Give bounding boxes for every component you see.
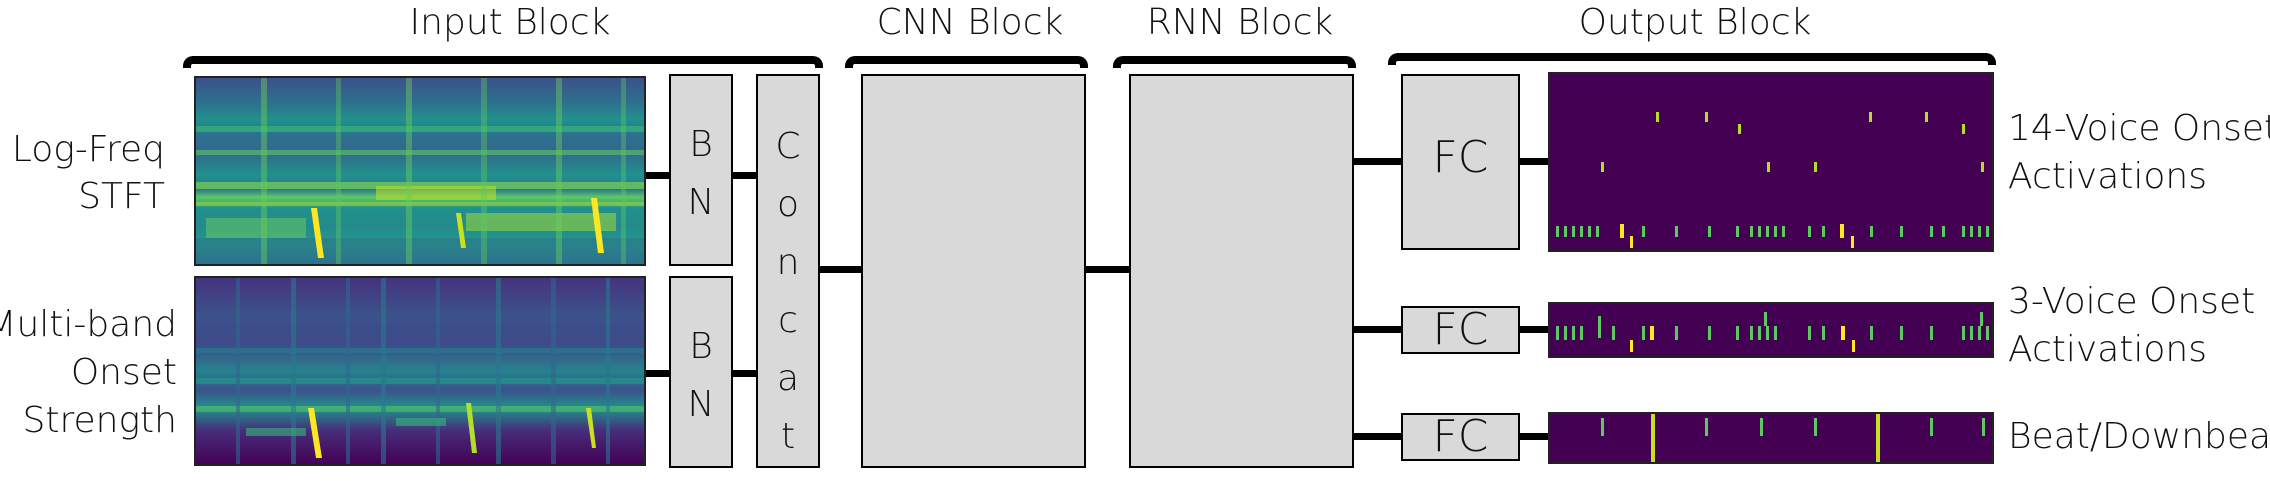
fc-block-mid: FC bbox=[1401, 304, 1520, 355]
fc-block-top: FC bbox=[1401, 74, 1520, 250]
connector-concat-cnn bbox=[820, 266, 862, 273]
multiband-label-line1: Multi-band bbox=[0, 304, 177, 345]
bn-bottom-letter-n: N bbox=[687, 384, 715, 425]
batchnorm-block-top: BN BN bbox=[669, 74, 733, 266]
rnn-block-title: RNN Block bbox=[1146, 2, 1334, 43]
fc-mid-label: FC bbox=[1432, 304, 1489, 355]
multiband-label-line3: Strength bbox=[22, 400, 177, 441]
connector-rnn-fc-mid bbox=[1354, 326, 1402, 333]
output-block-bracket bbox=[1388, 53, 1996, 65]
concat-letter-3: c bbox=[778, 300, 798, 341]
concat-letter-5: t bbox=[780, 416, 796, 457]
cnn-block bbox=[861, 74, 1086, 468]
output-block-title: Output Block bbox=[1578, 2, 1812, 43]
fc-top-label: FC bbox=[1432, 132, 1489, 183]
connector-bn-concat-top bbox=[733, 172, 757, 179]
log-freq-label-line2: STFT bbox=[78, 176, 165, 217]
concat-letter-1: o bbox=[776, 184, 800, 225]
connector-fc-act-top bbox=[1520, 158, 1549, 165]
cnn-block-bracket bbox=[845, 56, 1088, 68]
cnn-block-title: CNN Block bbox=[876, 2, 1064, 43]
connector-onset-bn bbox=[646, 370, 670, 377]
connector-cnn-rnn bbox=[1086, 266, 1130, 273]
batchnorm-block-bottom: BN BN bbox=[669, 276, 733, 468]
log-freq-label-line1: Log-Freq bbox=[11, 129, 165, 170]
voice14-label-line1: 14-Voice Onset bbox=[2008, 108, 2270, 149]
connector-fc-act-mid bbox=[1520, 326, 1549, 333]
input-block-bracket bbox=[183, 56, 823, 68]
connector-bn-concat-bottom bbox=[733, 370, 757, 377]
connector-stft-bn bbox=[646, 172, 670, 179]
fc-block-bottom: FC bbox=[1401, 411, 1520, 462]
concat-letter-0: C bbox=[775, 126, 801, 167]
voice3-label-line1: 3-Voice Onset bbox=[2008, 281, 2256, 322]
bn-top-letter-n: N bbox=[687, 182, 715, 223]
fc-bottom-label: FC bbox=[1432, 411, 1489, 462]
beat-label: Beat/Downbeat bbox=[2008, 416, 2270, 457]
concat-letter-4: a bbox=[776, 358, 800, 399]
voice3-label-line2: Activations bbox=[2008, 329, 2207, 370]
rnn-block-bracket bbox=[1113, 56, 1356, 68]
activation-map-3-voice bbox=[1548, 302, 1994, 358]
activation-map-beat bbox=[1548, 412, 1994, 464]
connector-rnn-fc-top bbox=[1354, 158, 1402, 165]
concat-letter-2: n bbox=[776, 242, 800, 283]
log-freq-stft-spectrogram bbox=[194, 76, 646, 266]
input-block-title: Input Block bbox=[409, 2, 611, 43]
voice14-label-line2: Activations bbox=[2008, 156, 2207, 197]
connector-rnn-fc-bottom bbox=[1354, 433, 1402, 440]
multiband-onset-spectrogram bbox=[194, 276, 646, 466]
bn-top-letter-b: B bbox=[689, 124, 713, 165]
rnn-block bbox=[1129, 74, 1354, 468]
multiband-label-line2: Onset bbox=[70, 352, 177, 393]
bn-bottom-letter-b: B bbox=[689, 326, 713, 367]
activation-map-14-voice bbox=[1548, 72, 1994, 252]
connector-fc-act-bottom bbox=[1520, 433, 1549, 440]
